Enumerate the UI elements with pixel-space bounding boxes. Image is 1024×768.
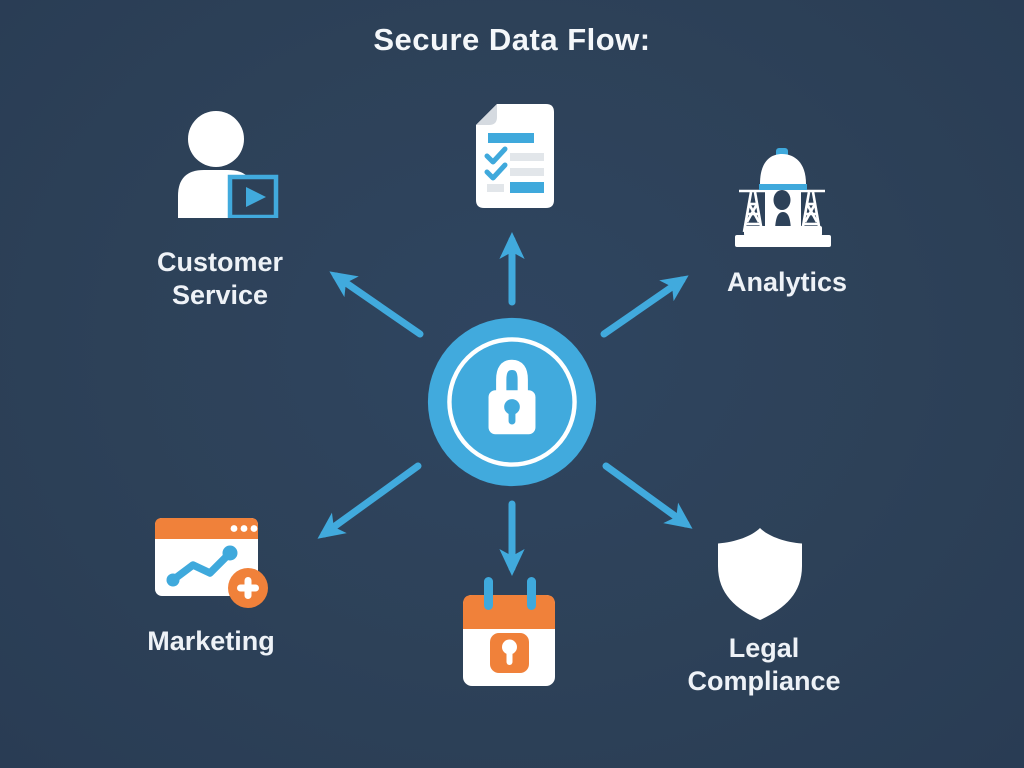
document-checklist-icon: [476, 104, 554, 208]
marketing-label: Marketing: [147, 626, 275, 656]
calendar-header: [463, 595, 555, 629]
check-icon: [484, 146, 508, 165]
tower-window: [773, 190, 791, 210]
calendar-lock-icon: [463, 577, 555, 686]
keyhole-icon: [502, 639, 517, 655]
lock-keyhole: [504, 399, 520, 415]
arrow-to-marketing: [317, 462, 422, 539]
document-fold: [476, 104, 497, 125]
arrow-to-analytics: [600, 275, 689, 338]
arrow-to-customer-service: [329, 271, 424, 338]
chart-window-plus-icon: [155, 518, 268, 608]
shield-shape: [718, 528, 802, 620]
window-titlebar: [155, 518, 258, 539]
calendar-ring: [527, 577, 536, 610]
analytics-label: Analytics: [726, 267, 848, 297]
observatory-tower-icon: [735, 148, 831, 247]
tower-base: [735, 235, 831, 247]
play-icon: [246, 187, 266, 207]
customer-service-label: Customer Service: [156, 247, 284, 310]
page-title: Secure Data Flow:: [373, 22, 651, 57]
arrow-to-legal-compliance: [602, 462, 693, 529]
person-video-icon: [178, 111, 279, 218]
line-chart: [169, 549, 234, 584]
lock-shackle: [496, 359, 528, 395]
dome: [760, 154, 806, 190]
calendar-ring: [484, 577, 493, 610]
lock-icon: [427, 317, 597, 487]
hub-ring: [447, 337, 577, 467]
shield-icon: [718, 528, 802, 620]
legal-compliance-label: Legal Compliance: [687, 633, 841, 696]
dome-band: [759, 184, 807, 190]
check-icon: [484, 162, 508, 181]
person-head: [188, 111, 244, 167]
lattice-tower-left: [739, 189, 767, 233]
lattice-tower-right: [797, 189, 825, 233]
